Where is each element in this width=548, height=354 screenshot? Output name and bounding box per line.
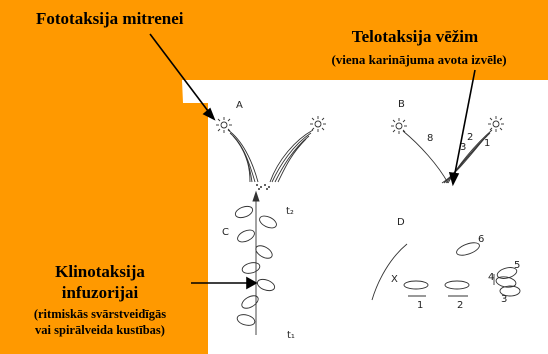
label-telotaksija: Telotaksija vēžim (340, 27, 490, 47)
panel-d-num-3: 3 (501, 294, 507, 305)
label-klinotaksija-organism: infuzorijai (0, 283, 200, 303)
panel-b-num-8: 8 (427, 133, 433, 144)
panel-d-num-1: 1 (417, 300, 423, 311)
panel-d-num-2: 2 (457, 300, 463, 311)
label-klinotaksija-note-2: vai spirālveida kustības) (0, 323, 200, 338)
panel-b-num-1: 1 (484, 138, 490, 149)
label-telotaksija-note: (viena karinājuma avota izvēle) (290, 52, 548, 68)
label-klinotaksija: Klinotaksija (0, 262, 200, 282)
panel-b-letter: B (398, 99, 405, 110)
panel-d-num-5: 5 (514, 260, 520, 271)
label-fototaksija: Fototaksija mitrenei (36, 9, 183, 29)
panel-d-num-6: 6 (478, 234, 484, 245)
panel-c-t1: t₁ (287, 330, 295, 341)
panel-a-letter: A (236, 100, 243, 111)
panel-c-t2: t₂ (286, 206, 294, 217)
figure-panel-lower (208, 103, 548, 354)
panel-d-x: X (391, 274, 398, 285)
panel-d-num-4: 4 (488, 272, 494, 283)
panel-d-letter: D (397, 217, 405, 228)
panel-c-letter: C (222, 227, 229, 238)
pointer-fototaksija (150, 34, 211, 115)
label-klinotaksija-note-1: (ritmiskās svārstveidīgās (0, 307, 200, 322)
panel-b-num-2: 2 (467, 132, 473, 143)
